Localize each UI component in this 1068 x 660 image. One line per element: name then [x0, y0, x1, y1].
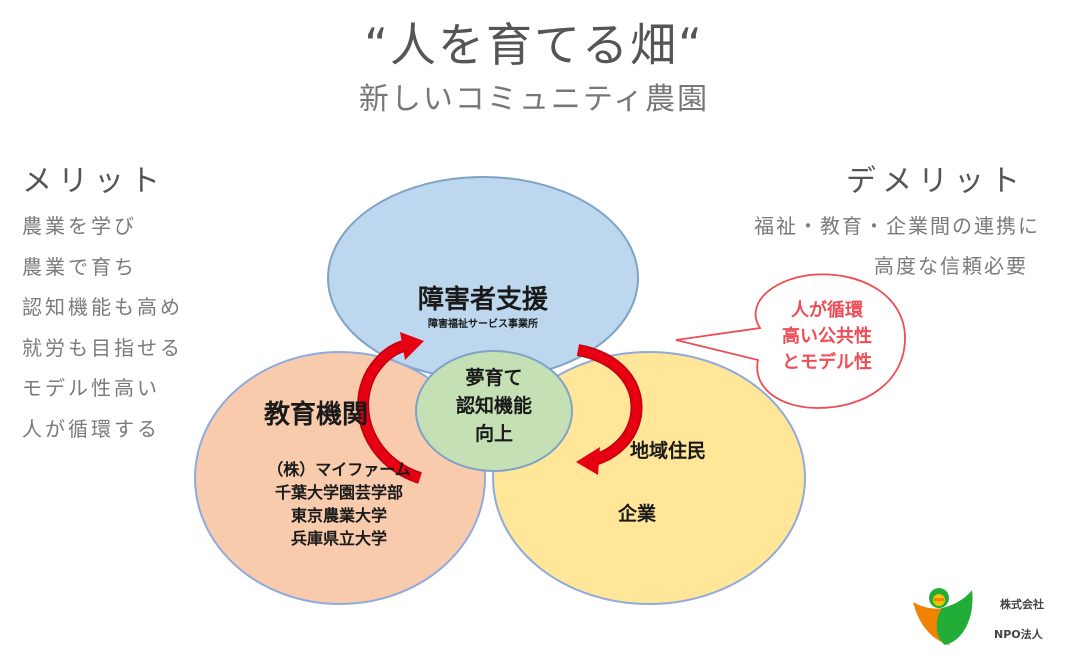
community-residents: 地域住民 — [630, 440, 707, 462]
left-circle-education — [194, 351, 486, 605]
callout-line: とモデル性 — [782, 352, 872, 373]
education-item: 東京農業大学 — [290, 506, 387, 525]
center-line: 向上 — [474, 423, 513, 445]
merit-item: 就労も目指せる — [22, 335, 183, 360]
center-line: 夢育て — [465, 367, 523, 389]
center-line: 認知機能 — [455, 395, 532, 417]
logo-company-name: 株式会社 — [1000, 598, 1044, 611]
organization-logo-icon — [913, 588, 973, 645]
education-item: 千葉大学園芸学部 — [274, 483, 403, 502]
center-label: 夢育て 認知機能 向上 — [436, 364, 552, 448]
support-title: 障害者支援 — [417, 285, 548, 315]
merits-heading: メリット — [22, 164, 166, 199]
page-title: “人を育てる畑“ — [364, 18, 704, 72]
education-item: 兵庫県立大学 — [290, 529, 387, 548]
merit-item: 農業を学び — [22, 214, 137, 238]
merit-item: 農業で育ち — [22, 254, 137, 279]
demerits-text: 福祉・教育・企業間の連携に 高度な信頼必要 — [754, 206, 1040, 286]
education-item: （株）マイファーム — [267, 460, 411, 479]
page-subtitle: 新しいコミュニティ農園 — [358, 82, 710, 117]
demerit-line: 高度な信頼必要 — [874, 254, 1028, 278]
education-title: 教育機関 — [264, 400, 369, 430]
callout-line: 人が循環 — [791, 300, 863, 321]
education-list: （株）マイファーム 千葉大学園芸学部 東京農業大学 兵庫県立大学 — [236, 458, 442, 550]
merit-item: 人が循環する — [22, 416, 160, 441]
merits-list: 農業を学び 農業で育ち 認知機能も高め 就労も目指せる モデル性高い 人が循環す… — [22, 206, 183, 449]
callout-text: 人が循環 高い公共性 とモデル性 — [762, 298, 892, 376]
logo-npo-name: NPO法人 — [994, 628, 1043, 641]
merit-item: 認知機能も高め — [22, 295, 183, 319]
callout-bubble — [675, 273, 906, 409]
cycle-arrow-left-icon — [357, 332, 424, 484]
community-companies: 企業 — [618, 503, 657, 525]
demerits-heading: デメリット — [846, 164, 1026, 199]
demerit-line: 福祉・教育・企業間の連携に — [754, 214, 1040, 238]
support-subtitle: 障害福祉サービス事業所 — [428, 319, 538, 330]
cycle-arrow-right-icon — [576, 344, 643, 475]
callout-line: 高い公共性 — [782, 326, 872, 347]
center-circle-dream — [415, 350, 573, 472]
merit-item: モデル性高い — [22, 376, 160, 400]
